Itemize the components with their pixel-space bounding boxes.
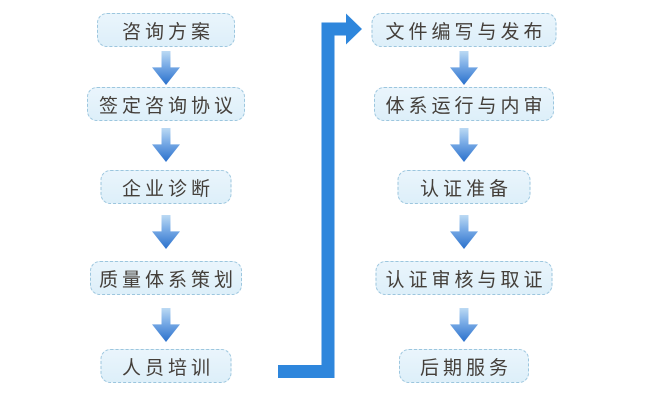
flow-step-box-certification-preparation: 认证准备 xyxy=(397,170,531,204)
down-arrow-icon xyxy=(152,308,180,342)
down-arrow-icon xyxy=(450,308,478,342)
flow-step-box-system-operation-internal-audit: 体系运行与内审 xyxy=(374,87,554,121)
down-arrow-icon xyxy=(152,51,180,85)
down-arrow-icon xyxy=(450,51,478,85)
flow-step-box-consult-plan: 咨询方案 xyxy=(97,13,235,47)
down-arrow-icon xyxy=(450,128,478,162)
flow-step-box-quality-system-planning: 质量体系策划 xyxy=(90,261,242,295)
down-arrow-icon xyxy=(152,128,180,162)
flow-step-box-after-service: 后期服务 xyxy=(399,349,529,383)
down-arrow-icon xyxy=(152,215,180,249)
flow-step-box-document-writing-release: 文件编写与发布 xyxy=(371,13,557,47)
flow-step-box-personnel-training: 人员培训 xyxy=(100,349,232,383)
flow-step-box-certification-audit-obtain: 认证审核与取证 xyxy=(375,261,553,295)
flow-step-box-enterprise-diagnosis: 企业诊断 xyxy=(100,170,232,204)
flow-step-box-sign-agreement: 签定咨询协议 xyxy=(87,87,245,121)
down-arrow-icon xyxy=(450,215,478,249)
